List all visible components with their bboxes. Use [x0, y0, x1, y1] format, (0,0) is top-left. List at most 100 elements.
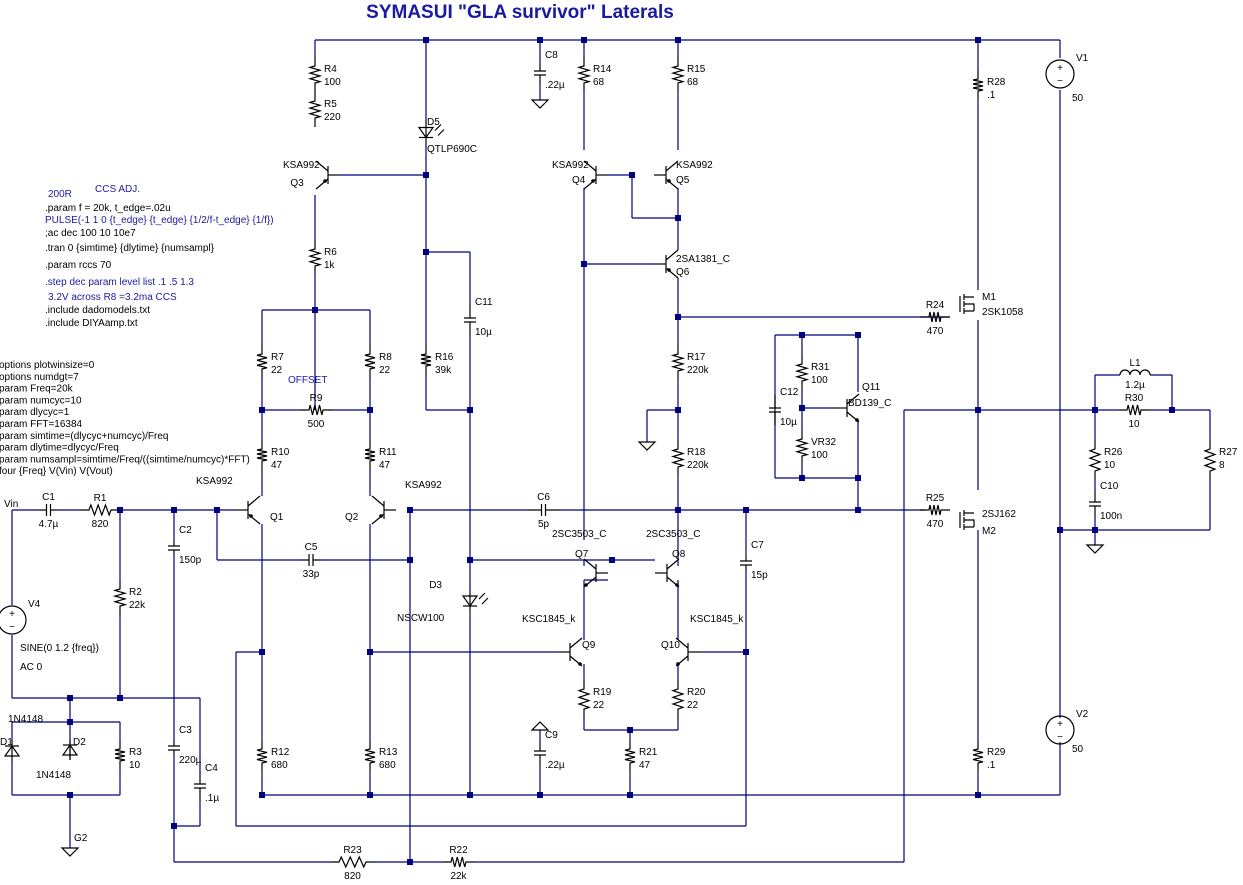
- junction: [799, 405, 805, 411]
- junction: [855, 475, 861, 481]
- d3-diode: [461, 590, 489, 612]
- c11-value: 10µ: [475, 327, 492, 338]
- d5-value: QTLP690C: [427, 144, 477, 155]
- q4-value: KSA992: [552, 160, 589, 171]
- r3-ref: R3: [129, 747, 142, 758]
- q11-value: BD139_C: [848, 398, 891, 409]
- c12-ref: C12: [780, 387, 799, 398]
- r7-value: 22: [271, 365, 283, 376]
- q11-ref: Q11: [862, 382, 881, 393]
- r24-resistor: [920, 311, 950, 323]
- c10-capacitor: [1089, 490, 1101, 518]
- q3-ref: Q3: [290, 178, 304, 189]
- directive-6: .param rccs 70: [45, 260, 112, 271]
- minus-sign: −: [1057, 732, 1063, 743]
- r20-value: 22: [687, 700, 699, 711]
- junction: [171, 507, 177, 513]
- r13-value: 680: [379, 760, 396, 771]
- r28-resistor: [972, 70, 984, 100]
- c3-capacitor: [168, 740, 180, 756]
- junction: [407, 557, 413, 563]
- junction: [467, 407, 473, 413]
- r2-value: 22k: [129, 600, 146, 611]
- q7-value: 2SC3503_C: [552, 529, 606, 540]
- v1-ref: V1: [1076, 53, 1089, 64]
- r19-resistor: [577, 680, 591, 718]
- r5-ref: R5: [324, 99, 337, 110]
- junction: [675, 407, 681, 413]
- directive-3: PULSE(-1 1 0 {t_edge} {t_edge} {1/2/f-t_…: [45, 215, 274, 226]
- r9-value: 500: [308, 419, 325, 430]
- c4-ref: C4: [205, 763, 218, 774]
- ground-symbol: [60, 847, 80, 857]
- components: [0, 57, 1217, 869]
- v2-voltage-source: [1045, 715, 1075, 745]
- r16-value: 39k: [435, 365, 452, 376]
- r11-value: 47: [379, 460, 391, 471]
- plus-sign: +: [1057, 63, 1063, 74]
- junction: [799, 475, 805, 481]
- q5-value: KSA992: [676, 160, 713, 171]
- c3-ref: C3: [179, 725, 192, 736]
- r10-value: 47: [271, 460, 283, 471]
- option-9: four {Freq} V(Vin) V(Vout): [0, 466, 113, 477]
- junction: [467, 557, 473, 563]
- r16-ref: R16: [435, 352, 454, 363]
- r14-value: 68: [593, 77, 605, 88]
- directive-0: 200R: [48, 189, 72, 200]
- v2-value: 50: [1072, 744, 1084, 755]
- option-2: param Freq=20k: [0, 384, 74, 395]
- option-3: param numcyc=10: [0, 395, 82, 406]
- c1-capacitor: [40, 504, 57, 516]
- junction: [117, 507, 123, 513]
- r6-resistor: [307, 240, 323, 275]
- q1-ref: Q1: [270, 512, 284, 523]
- junction: [117, 695, 123, 701]
- r24-ref: R24: [926, 300, 945, 311]
- r4-ref: R4: [324, 64, 337, 75]
- ground-symbol: [530, 721, 550, 731]
- v1-value: 50: [1072, 93, 1084, 104]
- junction: [367, 792, 373, 798]
- junction: [627, 727, 633, 733]
- r23-value: 820: [344, 871, 361, 882]
- vin-net-label: Vin: [4, 499, 18, 510]
- directive-10: .include DIYAamp.txt: [45, 318, 138, 329]
- junction: [675, 507, 681, 513]
- q7-ref: Q7: [575, 549, 589, 560]
- l1-inductor: [1119, 369, 1151, 376]
- c6-ref: C6: [537, 492, 550, 503]
- g2-net-label: G2: [74, 833, 88, 844]
- r26-resistor: [1088, 440, 1102, 480]
- r27-ref: R27: [1219, 447, 1238, 458]
- minus-sign: −: [9, 622, 15, 633]
- c9-ref: C9: [545, 730, 558, 741]
- junction: [975, 37, 981, 43]
- junction: [1092, 407, 1098, 413]
- c2-capacitor: [168, 540, 180, 556]
- r29-resistor: [972, 740, 984, 772]
- junction: [1057, 527, 1063, 533]
- r12-resistor: [256, 740, 268, 772]
- d5-diode: [417, 120, 445, 145]
- c8-ref: C8: [545, 50, 558, 61]
- r30-resistor: [1118, 404, 1150, 416]
- r18-ref: R18: [687, 447, 706, 458]
- r23-ref: R23: [343, 845, 362, 856]
- junction: [367, 407, 373, 413]
- r18-resistor: [670, 440, 686, 476]
- ground-symbol: [637, 441, 657, 451]
- d3-ref: D3: [429, 580, 442, 591]
- r6-value: 1k: [324, 260, 336, 271]
- r8-ref: R8: [379, 352, 392, 363]
- q7-transistor: [583, 558, 608, 588]
- r28-ref: R28: [987, 77, 1006, 88]
- r2-resistor: [112, 580, 128, 615]
- r13-resistor: [364, 740, 376, 772]
- c8-value: .22µ: [545, 80, 565, 91]
- q6-transistor: [654, 249, 679, 279]
- q4-ref: Q4: [572, 175, 586, 186]
- v4-value: SINE(0 1.2 {freq}): [20, 643, 99, 654]
- c1-ref: C1: [42, 492, 55, 503]
